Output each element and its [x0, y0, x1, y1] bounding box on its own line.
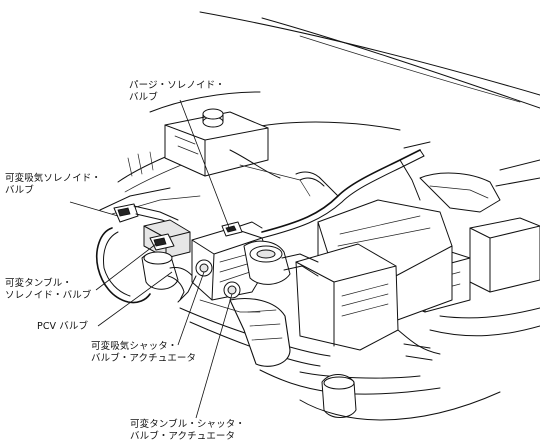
label-line: 可変タンブル・ — [5, 278, 72, 289]
label-line: ソレノイド・バルブ — [5, 290, 92, 301]
leader-lines — [69, 99, 233, 419]
air-cleaner — [295, 199, 453, 355]
label-tumble-shutter-actuator: 可変タンブル・シャッタ・ バルブ・アクチュエータ — [130, 419, 245, 443]
lower-pipes — [179, 298, 501, 421]
intake-manifold — [177, 221, 319, 313]
hood-outline — [149, 11, 540, 113]
master-cylinder — [164, 108, 311, 197]
label-purge-solenoid-valve: パージ・ソレノイド・ バルブ — [129, 80, 225, 104]
label-intake-shutter-actuator: 可変吸気シャッタ・ バルブ・アクチュエータ — [91, 341, 196, 365]
label-line: PCV バルブ — [37, 321, 89, 332]
label-line: バルブ・アクチュエータ — [130, 431, 236, 442]
label-line: パージ・ソレノイド・ — [129, 80, 225, 91]
left-solenoid-assembly — [96, 203, 195, 304]
label-intake-solenoid-valve: 可変吸気ソレノイド・ バルブ — [5, 173, 101, 197]
vacuum-hoses — [261, 141, 431, 239]
label-line: 可変吸気シャッタ・ — [91, 341, 178, 352]
label-line: バルブ — [5, 185, 34, 196]
label-pcv-valve: PCV バルブ — [37, 321, 88, 333]
label-line: 可変吸気ソレノイド・ — [5, 173, 102, 184]
label-line: バルブ — [129, 92, 158, 103]
label-tumble-solenoid-valve: 可変タンブル・ ソレノイド・バルブ — [5, 278, 91, 302]
label-line: バルブ・アクチュエータ — [91, 353, 197, 364]
label-line: 可変タンブル・シャッタ・ — [130, 419, 245, 430]
